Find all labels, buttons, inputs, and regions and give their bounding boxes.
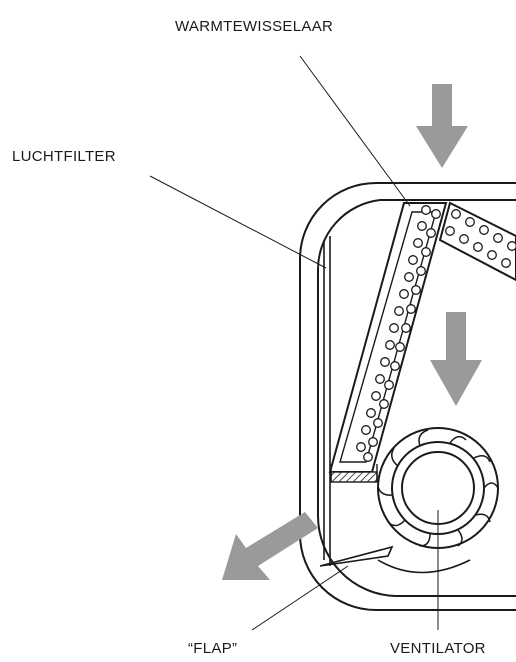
label-heat-exchanger: WARMTEWISSELAAR [175, 18, 334, 35]
housing-inner [316, 199, 516, 597]
label-air-filter: LUCHTFILTER [12, 148, 116, 165]
heat-exchanger-upper [438, 201, 516, 282]
leader-heat-exchanger [299, 55, 411, 207]
leader-air-filter [149, 175, 327, 269]
airflow-arrow-intake [416, 84, 468, 168]
drip-tray [330, 471, 378, 483]
leader-flap [251, 565, 349, 631]
label-flap: “FLAP” [188, 640, 238, 657]
airflow-arrow-internal [430, 312, 482, 406]
heat-exchanger [328, 202, 448, 483]
airflow-arrow-outlet [222, 512, 318, 580]
fan [377, 427, 499, 574]
flap [319, 545, 394, 567]
air-filter [323, 236, 331, 566]
heat-exchanger-tubes [356, 205, 441, 462]
label-fan: VENTILATOR [390, 640, 486, 657]
